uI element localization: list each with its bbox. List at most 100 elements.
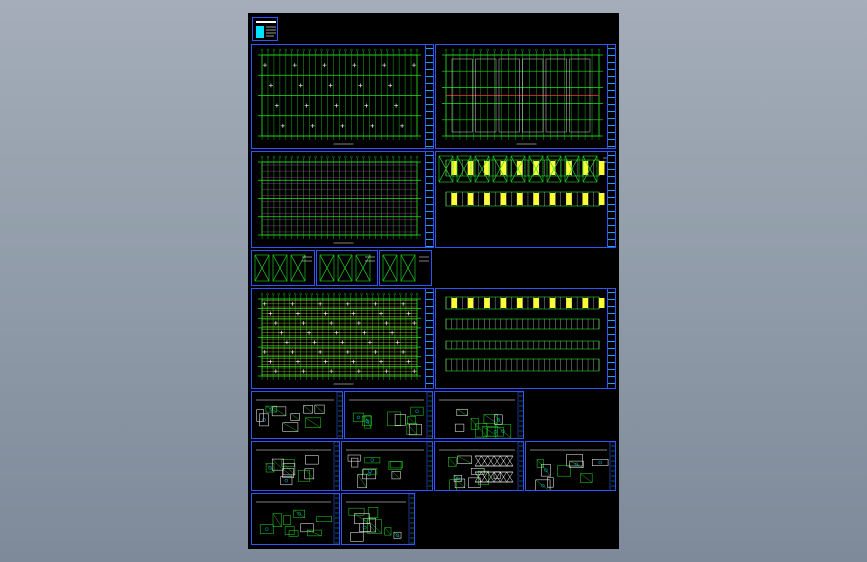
grid-bubble	[371, 292, 374, 296]
drawing-sheet-bracing-detail-a[interactable]	[251, 250, 315, 286]
cad-rect	[478, 470, 490, 485]
grid-bubble	[399, 292, 402, 296]
cad-line	[357, 474, 367, 488]
title-strip	[426, 392, 432, 438]
cad-line	[474, 471, 482, 483]
cad-rect	[364, 457, 381, 464]
grid-bubble	[305, 292, 308, 296]
drawing-sheet-roof-plan-2[interactable]	[435, 44, 616, 149]
roof-plan-1-graphics	[258, 48, 421, 145]
cad-line	[355, 254, 371, 282]
drawing-sheet-connection-detail-1[interactable]	[251, 493, 340, 545]
bolt-mark	[268, 466, 272, 470]
highlight-panel	[484, 161, 490, 175]
cad-line	[407, 416, 416, 425]
cad-rect	[498, 58, 520, 133]
highlight-panel	[467, 193, 474, 205]
cad-rect	[566, 453, 583, 467]
drawing-sheet-node-detail-1[interactable]	[434, 391, 524, 439]
cad-line	[272, 406, 287, 417]
grid-bubble	[310, 292, 313, 296]
grid-bubble	[332, 155, 335, 159]
cad-rect	[475, 58, 497, 133]
grid-bubble	[338, 292, 341, 296]
drawing-sheet-purlin-plan[interactable]	[251, 151, 434, 248]
cad-line	[337, 254, 353, 282]
cad-rect	[388, 461, 402, 471]
title-strip	[517, 442, 523, 490]
cad-rect	[283, 515, 291, 525]
cad-line	[303, 405, 313, 414]
cad-rect	[391, 471, 401, 480]
grid-bubble	[344, 48, 347, 52]
drawing-sheet-connection-detail-2[interactable]	[341, 493, 415, 545]
cad-rect	[454, 423, 465, 432]
grid-bubble	[260, 48, 264, 52]
bolt-mark	[493, 430, 498, 434]
cad-line	[493, 455, 501, 467]
cad-line	[272, 458, 284, 471]
drawing-sheet-roof-plan-1[interactable]	[251, 44, 434, 149]
cad-rect	[254, 254, 270, 282]
model-space-canvas[interactable]	[248, 13, 619, 549]
grid-bubble	[302, 155, 305, 159]
cad-rect	[290, 413, 300, 421]
cad-rect	[580, 473, 593, 483]
title-strip	[333, 442, 339, 490]
drawing-sheet-bracing-detail-c[interactable]	[379, 250, 432, 286]
cad-rect	[454, 478, 466, 489]
drawing-sheet-node-detail-2[interactable]	[251, 441, 340, 491]
grid-bubble	[368, 155, 371, 159]
grid-bubble	[362, 155, 365, 159]
cad-rect	[492, 155, 508, 183]
drawing-sheet-node-detail-3[interactable]	[341, 441, 433, 491]
highlight-panel	[451, 193, 457, 205]
drawing-sheet-bracing-detail-b[interactable]	[316, 250, 378, 286]
cad-line	[456, 409, 468, 416]
cad-line	[364, 415, 372, 429]
grid-bubble	[296, 48, 299, 52]
title-strip	[426, 442, 432, 490]
drawing-sheet-roof-plan-3[interactable]	[251, 288, 434, 389]
grid-bubble	[535, 48, 538, 52]
cover-sheet[interactable]	[252, 17, 278, 41]
cad-rect	[528, 155, 544, 183]
roof-plan-2-graphics	[442, 48, 603, 145]
cover-sheet-graphics	[256, 21, 276, 38]
grid-bubble	[332, 292, 336, 296]
cad-line	[481, 455, 488, 467]
drawing-sheet-elevations-2[interactable]	[435, 288, 616, 389]
highlight-panel	[500, 193, 507, 205]
grid-bubble	[570, 48, 573, 52]
highlight-panel	[599, 298, 605, 308]
cad-line	[481, 471, 488, 483]
grid-bubble	[282, 292, 286, 296]
cad-rect	[393, 531, 402, 539]
cad-rect	[494, 414, 503, 425]
cad-rect	[493, 471, 501, 480]
drawing-sheet-truss-detail-1[interactable]	[251, 391, 343, 439]
cad-rect	[305, 417, 321, 428]
cad-rect	[288, 530, 299, 537]
drawing-sheet-node-detail-4[interactable]	[525, 441, 616, 491]
drawing-sheet-elevations[interactable]	[435, 151, 616, 248]
bolt-mark	[356, 415, 361, 420]
cad-rect	[438, 155, 454, 183]
highlight-panel	[517, 193, 523, 205]
drawing-sheet-truss-detail-2[interactable]	[344, 391, 433, 439]
cad-line	[493, 471, 501, 483]
cad-line	[457, 455, 472, 464]
truss-detail-1-graphics	[256, 392, 342, 438]
cad-rect	[494, 424, 512, 438]
cad-line	[391, 471, 401, 480]
cad-line	[453, 475, 462, 482]
drawing-sheet-truss-elevation[interactable]	[434, 441, 524, 491]
cad-rect	[557, 465, 571, 477]
grid-bubble	[444, 48, 448, 52]
cad-line	[293, 509, 305, 518]
truss-elevation-graphics	[439, 442, 523, 490]
grid-bubble	[360, 292, 363, 296]
grid-bubble	[288, 292, 291, 296]
grid-bubble	[409, 48, 413, 52]
grid-bubble	[415, 155, 419, 159]
